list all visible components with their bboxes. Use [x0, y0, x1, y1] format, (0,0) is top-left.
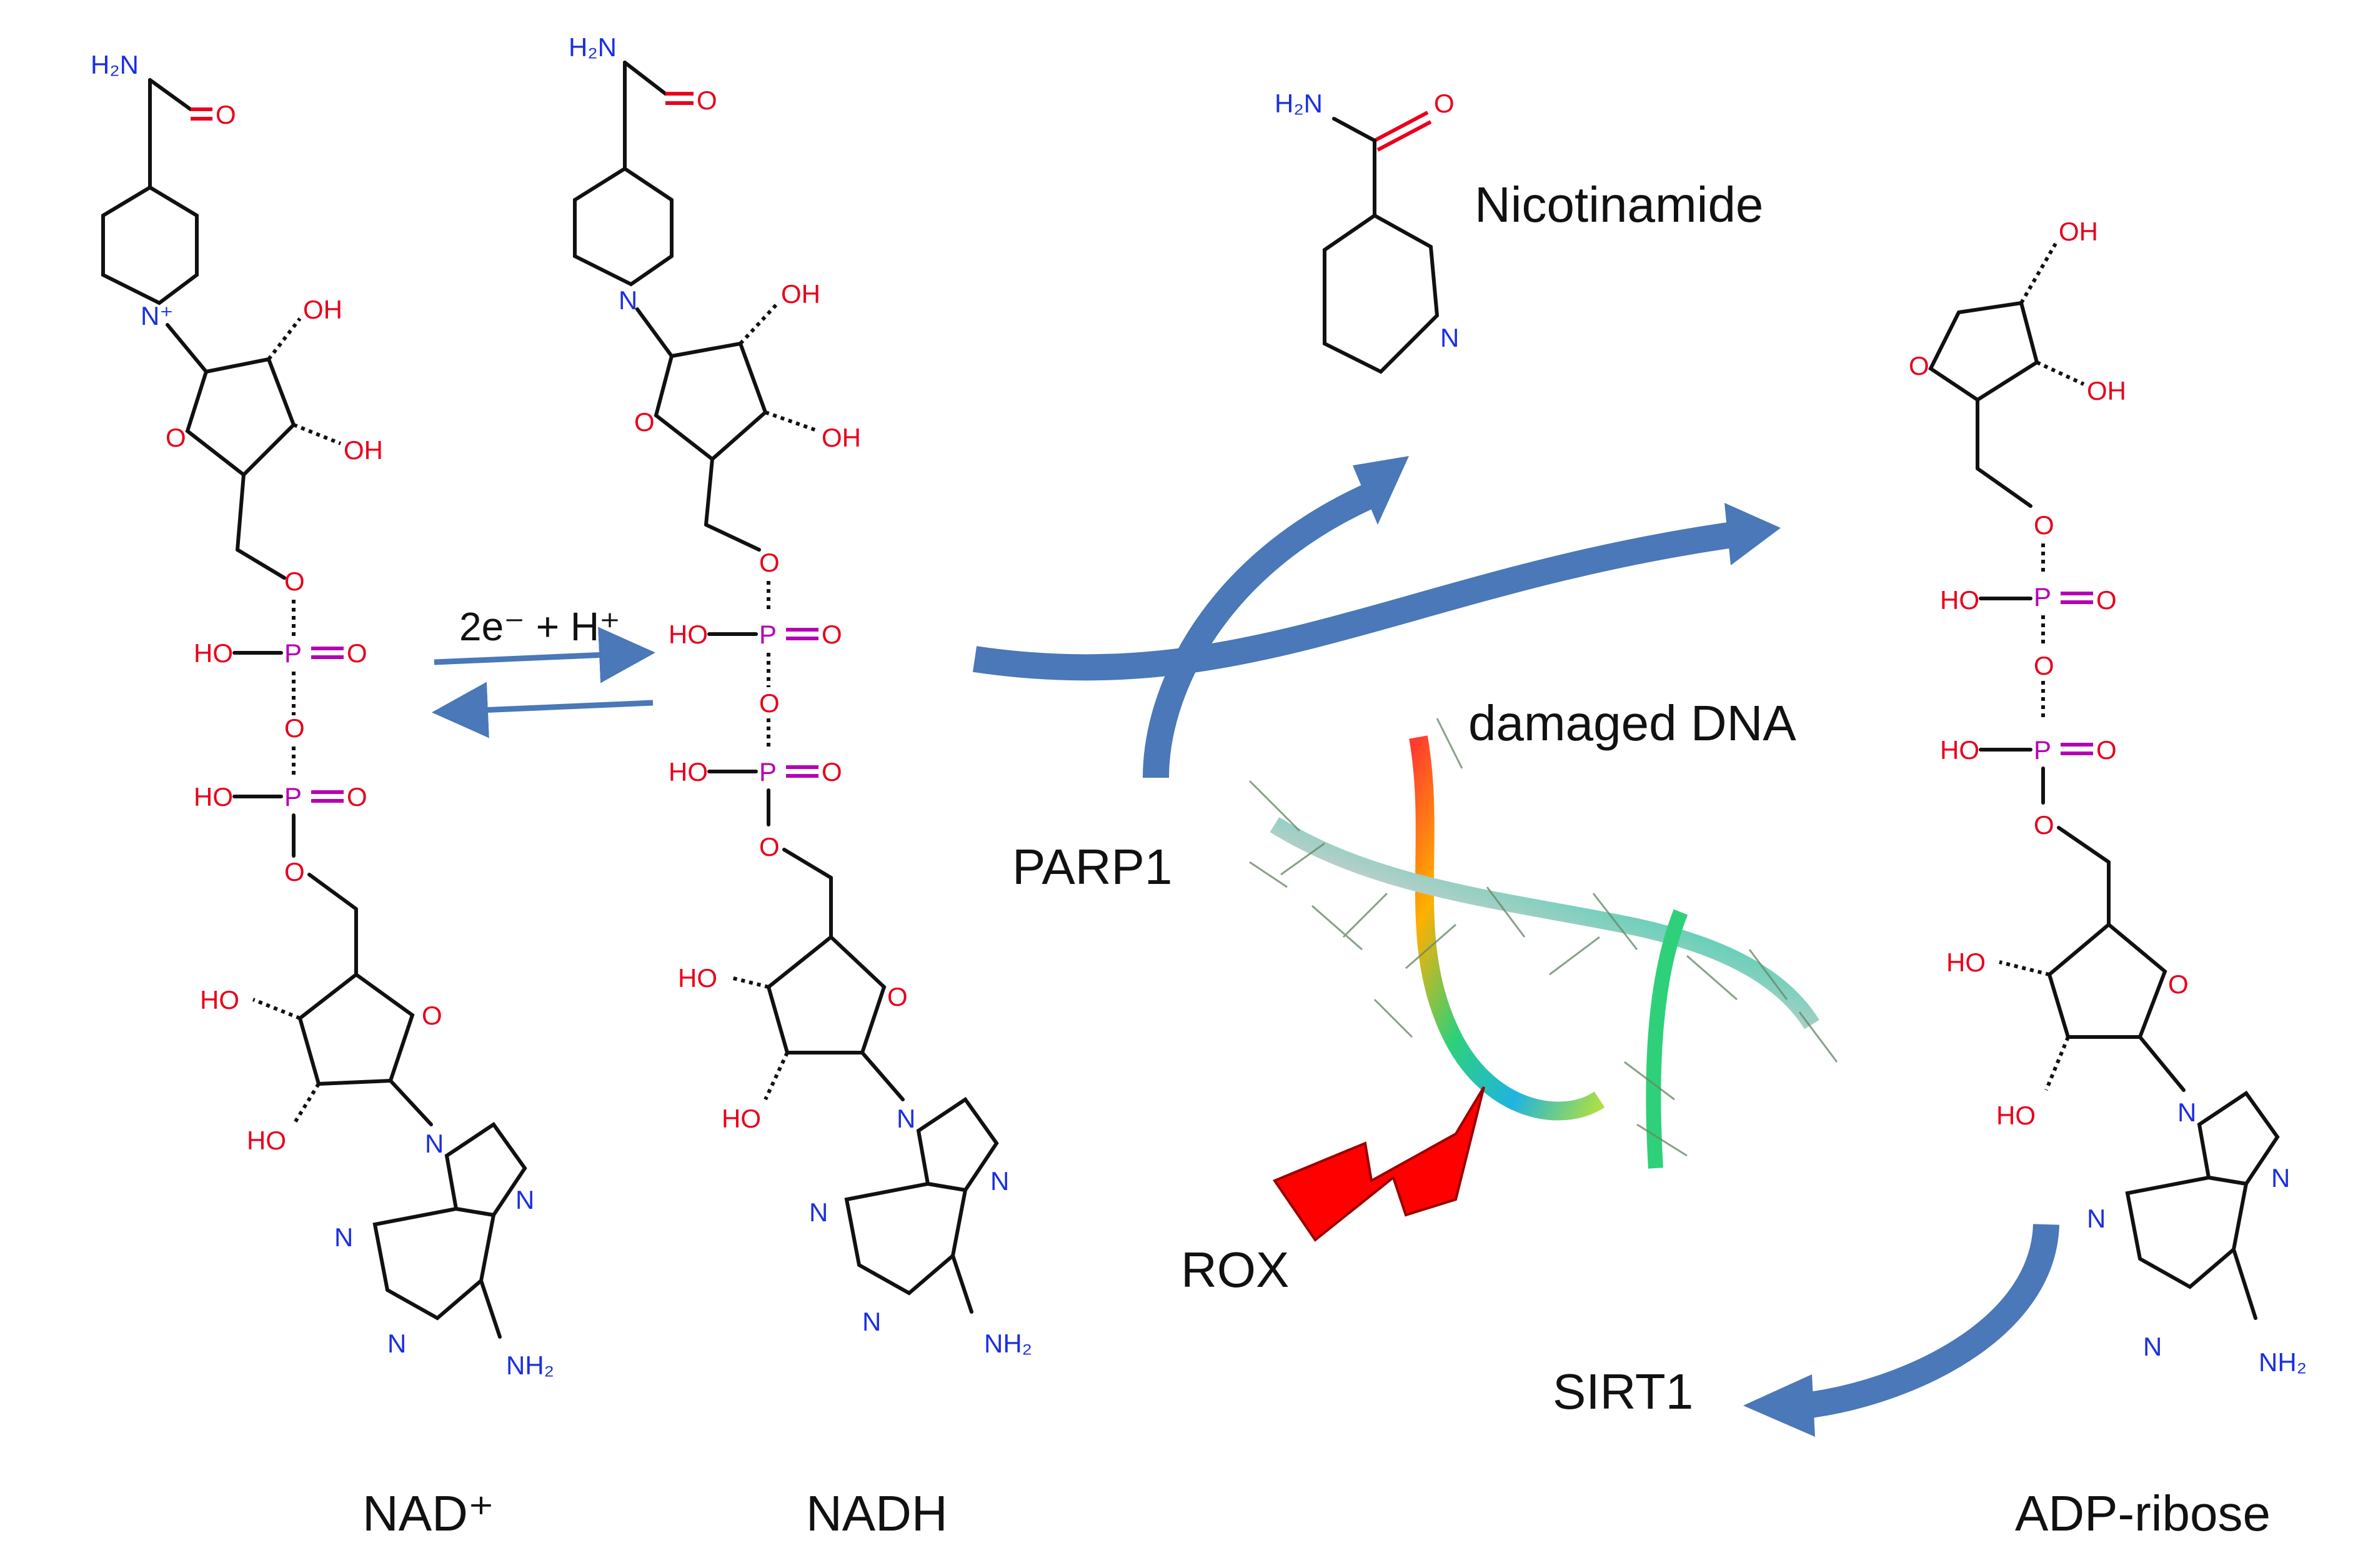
nad-ribose2-o: O	[422, 1001, 442, 1030]
nadh-p1: P	[759, 620, 777, 649]
nadh-molecule: H₂N O N O OH OH O P HO O O P HO O O	[569, 32, 1032, 1358]
nadh-adenine-n9: N	[897, 1104, 915, 1133]
adpr-oh-1: OH	[2059, 217, 2098, 246]
sirt1-arrow	[1804, 1223, 2059, 1419]
nic-n: N	[1440, 323, 1459, 352]
rox-label: ROX	[1181, 1242, 1289, 1298]
nicotinamide-label: Nicotinamide	[1475, 177, 1763, 232]
dna-strand-1	[1409, 735, 1605, 1121]
nad-amide-o: O	[216, 100, 236, 129]
nad-p1-ho: HO	[194, 638, 233, 668]
adpr-ribose-ho-1: HO	[1946, 948, 1986, 977]
nadh-o5: O	[759, 548, 780, 577]
nad-adenine-n3: N	[387, 1329, 406, 1358]
adp-ribose-molecule: O OH OH O P HO O O P HO O O O HO HO N	[1909, 217, 2307, 1377]
nicotinamide-molecule: H₂N O N	[1275, 89, 1459, 374]
adpr-p2: P	[2034, 735, 2051, 765]
nadh-ribose2-ho-1: HO	[678, 963, 717, 993]
damaged-dna-helix	[1248, 718, 1838, 1169]
nad-ribose1-oh-1: OH	[303, 295, 342, 324]
nadh-adenine-n7: N	[990, 1166, 1009, 1196]
nad-ribose1-o: O	[166, 423, 186, 452]
parp1-arrowhead	[1353, 456, 1409, 525]
damaged-dna-label: damaged DNA	[1468, 695, 1796, 751]
adpr-ribose-ho-2: HO	[1996, 1101, 2036, 1130]
dna-strand-3	[1646, 909, 1688, 1169]
sirt1-label: SIRT1	[1553, 1364, 1693, 1419]
rox-lightning-icon	[1272, 1086, 1485, 1242]
nadh-adenine-nh2: NH₂	[984, 1329, 1032, 1358]
nadh-to-adpr-arrow	[972, 521, 1739, 681]
adpr-p2-ho: HO	[1940, 735, 1979, 765]
forward-arrow	[434, 627, 655, 683]
nadh-o5b: O	[759, 832, 780, 861]
nad-p2-o: O	[347, 782, 367, 811]
nad-p1: P	[284, 638, 302, 668]
nic-o: O	[1434, 89, 1455, 118]
nadh-ribose2-ho-2: HO	[722, 1104, 761, 1133]
nadh-p2: P	[759, 757, 777, 786]
adpr-adenine-n7: N	[2271, 1163, 2290, 1193]
nad-p2: P	[284, 782, 302, 811]
nadh-p2-ho: HO	[669, 757, 708, 786]
nadh-ribose1-oh-1: OH	[781, 279, 820, 309]
parp1-to-nicotinamide-arrow	[1143, 481, 1380, 778]
parp1-label: PARP1	[1012, 839, 1172, 895]
adpr-adenine-nh2: NH₂	[2259, 1347, 2307, 1377]
adpr-bridge-o: O	[2034, 651, 2054, 680]
adpr-p1: P	[2034, 582, 2051, 612]
nad-adenine-nh2: NH₂	[506, 1351, 554, 1380]
nic-h2n: H₂N	[1275, 89, 1323, 118]
nadh-label: NADH	[806, 1486, 948, 1541]
adpr-adenine-n3: N	[2143, 1332, 2162, 1361]
adpr-oh-2: OH	[2087, 376, 2126, 405]
nad-o5b: O	[284, 857, 305, 886]
nad-bridge-o: O	[284, 713, 305, 743]
redox-label: 2e⁻ + H⁺	[459, 604, 620, 649]
nadh-to-adpr-arrowhead	[1724, 503, 1781, 565]
nadh-ribose1-oh-2: OH	[822, 423, 861, 452]
nadh-ribose1-o: O	[634, 407, 655, 437]
redox-equilibrium-arrows: 2e⁻ + H⁺	[432, 604, 655, 738]
adpr-ribose-o: O	[2168, 970, 2189, 999]
nadh-adenine-n3: N	[862, 1307, 881, 1336]
adpr-adenine-n1: N	[2087, 1204, 2106, 1233]
nad-plus-molecule: H₂N O N⁺ O OH OH O P HO O O P HO	[91, 50, 554, 1380]
nad-ribose1-oh-2: OH	[344, 435, 383, 465]
nadh-adenine-n1: N	[809, 1198, 828, 1227]
reverse-arrow	[432, 682, 654, 738]
nadh-ring-n: N	[619, 285, 637, 315]
nad-adenine-n1: N	[334, 1223, 353, 1252]
adpr-o5b: O	[2034, 810, 2054, 840]
nad-adenine-n7: N	[515, 1185, 534, 1214]
adpr-ring-o: O	[1909, 351, 1929, 380]
nad-adenine-n9: N	[425, 1129, 444, 1158]
dna-strand-2	[1270, 817, 1819, 1030]
nad-o5: O	[284, 567, 305, 596]
sirt1-arrowhead	[1743, 1374, 1815, 1437]
nad-ribose2-ho-2: HO	[247, 1126, 286, 1155]
adpr-o5: O	[2034, 510, 2054, 540]
nad-p1-o: O	[347, 638, 367, 668]
nadh-amide-h2n: H₂N	[569, 32, 617, 62]
nad-ribose2-ho-1: HO	[200, 985, 239, 1015]
reaction-arrows	[972, 456, 2059, 1437]
adpr-p1-ho: HO	[1940, 585, 1979, 615]
nadh-p2-o: O	[822, 757, 842, 786]
nadh-amide-o: O	[697, 86, 717, 115]
nad-p2-ho: HO	[194, 782, 233, 811]
nadh-bridge-o: O	[759, 688, 780, 718]
adpr-p1-o: O	[2096, 585, 2117, 615]
adp-ribose-label: ADP-ribose	[2015, 1486, 2271, 1541]
nadh-p1-ho: HO	[669, 620, 708, 649]
adpr-adenine-n9: N	[2177, 1098, 2196, 1127]
nadh-p1-o: O	[822, 620, 842, 649]
nadh-ribose2-o: O	[887, 982, 908, 1011]
nad-plus-label: NAD⁺	[362, 1486, 494, 1541]
nad-amide-h2n: H₂N	[91, 50, 139, 79]
adpr-p2-o: O	[2096, 735, 2117, 765]
